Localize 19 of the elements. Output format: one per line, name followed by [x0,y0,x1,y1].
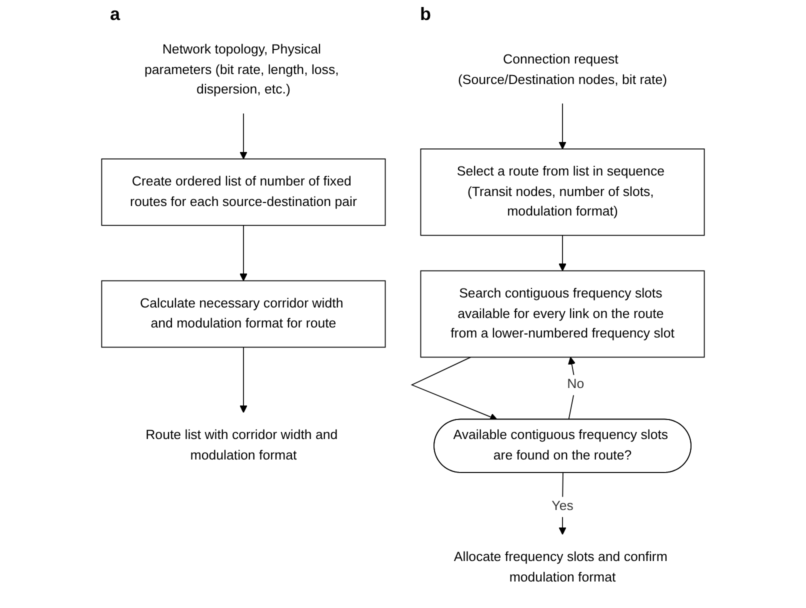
arrow [558,472,566,535]
arrow [410,356,498,421]
node-box: Create ordered list of number of fixed routes for each source-destination pair [101,158,386,226]
panel-letter: b [420,4,431,25]
node-text: Route list with corridor width and modulation format [146,428,338,463]
arrow [240,346,248,413]
arrow [558,234,566,272]
node-text: Network topology, Physical parameters (bit rate, length, loss, dispersion, etc.) [144,42,339,98]
panel-letter: a [110,4,120,25]
edge-label: Yes [552,498,574,514]
arrow [240,113,248,160]
node-box: Select a route from list in sequence (Transit nodes, number of slots, modulation format) [420,148,705,236]
node-box: Search contiguous frequency slots available for every link on the route from a lower-numbered frequency slot [420,270,705,358]
node-text: Allocate frequency slots and confirm modulation format [454,550,668,585]
node-text: Connection request (Source/Destination nodes, bit rate) [458,52,668,88]
edge-label: No [567,376,584,392]
arrow [240,224,248,282]
arrow [558,103,566,150]
node-box: Calculate necessary corridor width and modulation format for route [101,280,386,348]
